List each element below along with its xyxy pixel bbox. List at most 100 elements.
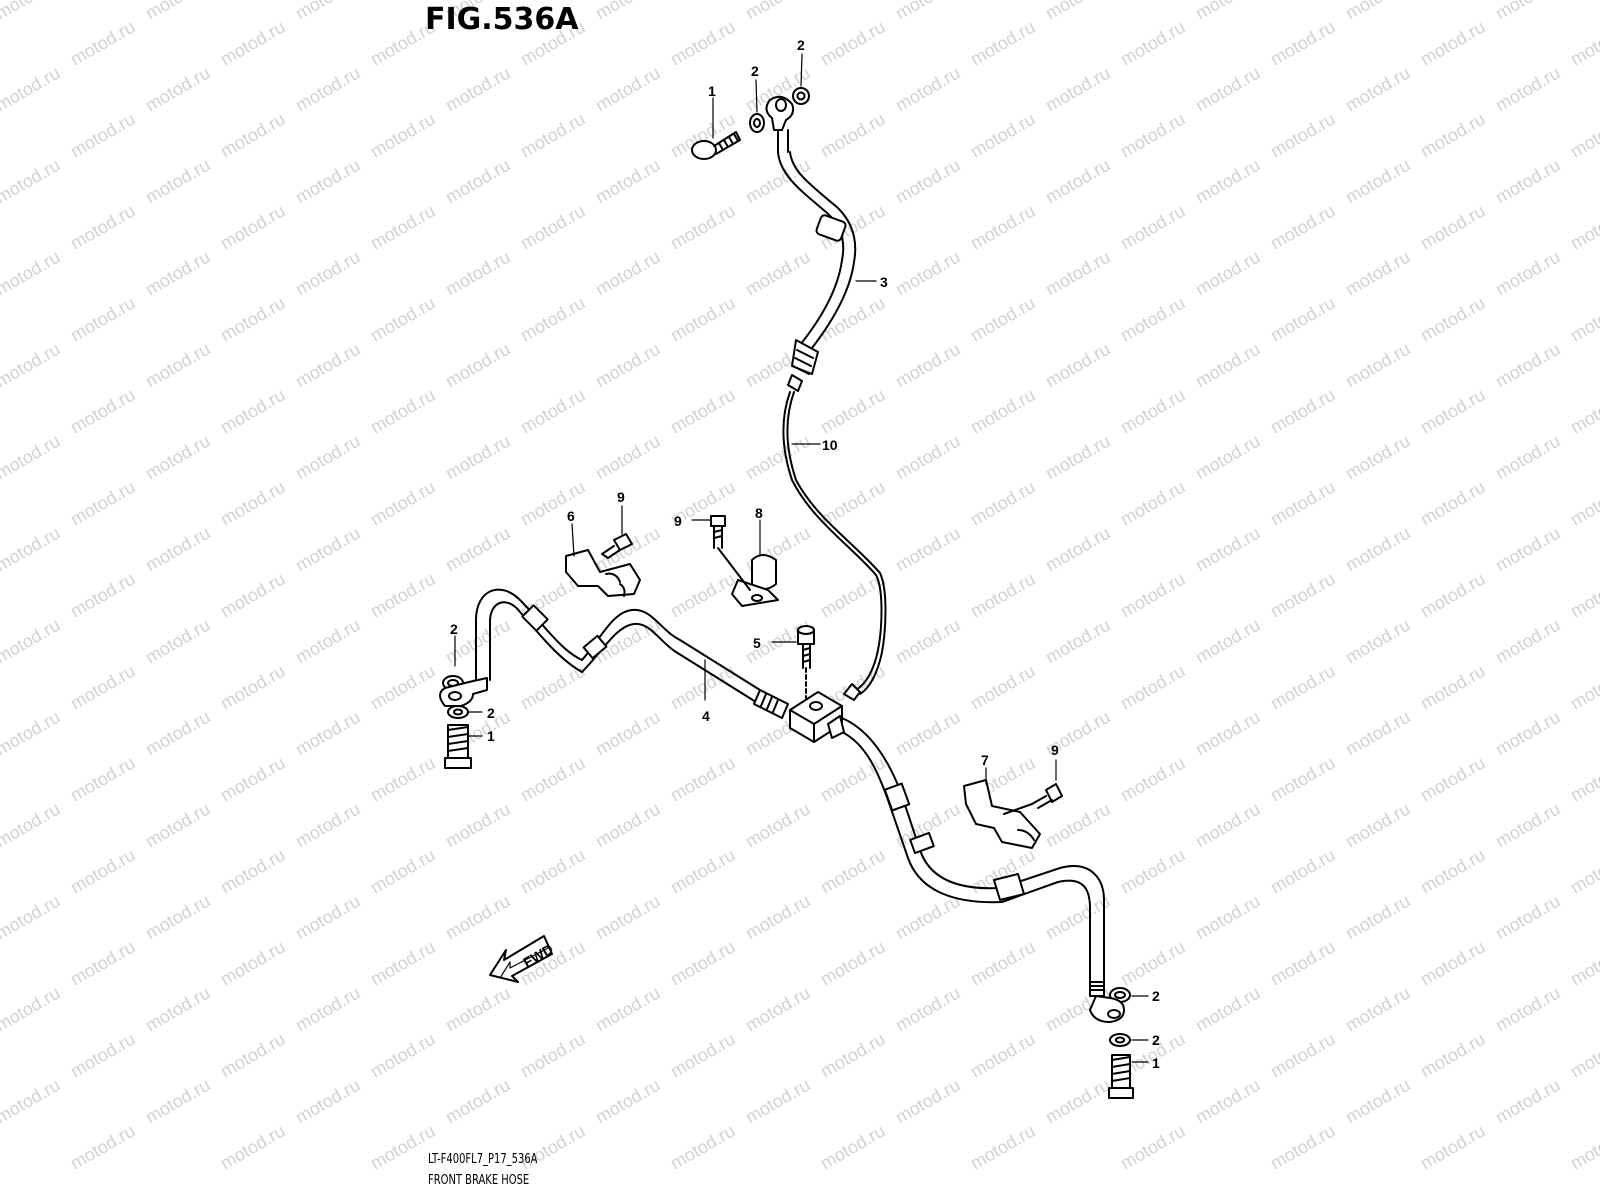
watermark-text: motod.ru — [217, 937, 289, 990]
bolt-9-mid — [710, 515, 751, 591]
watermark-text: motod.ru — [142, 339, 214, 392]
watermark-text: motod.ru — [367, 293, 439, 346]
watermark-text: motod.ru — [967, 477, 1039, 530]
watermark-text: motod.ru — [1342, 615, 1414, 668]
callout-9-right: 9 — [1051, 742, 1059, 758]
watermark-text: motod.ru — [892, 891, 964, 944]
watermark-text: motod.ru — [1042, 0, 1114, 23]
watermark-text: motod.ru — [0, 1075, 64, 1128]
watermark-text: motod.ru — [1192, 707, 1264, 760]
watermark-text: motod.ru — [1567, 17, 1600, 70]
watermark-text: motod.ru — [667, 1029, 739, 1082]
watermark-text: motod.ru — [0, 891, 64, 944]
watermark-text: motod.ru — [1192, 1075, 1264, 1128]
watermark-text: motod.ru — [1417, 293, 1489, 346]
watermark-text: motod.ru — [1567, 1029, 1600, 1082]
watermark-text: motod.ru — [1042, 339, 1114, 392]
watermark-text: motod.ru — [1567, 109, 1600, 162]
watermark-text: motod.ru — [1417, 845, 1489, 898]
watermark-text: motod.ru — [67, 1121, 139, 1174]
watermark-text: motod.ru — [1267, 477, 1339, 530]
callout-9-left: 9 — [617, 489, 625, 505]
watermark-text: motod.ru — [442, 63, 514, 116]
watermark-text: motod.ru — [442, 247, 514, 300]
watermark-text: motod.ru — [367, 201, 439, 254]
watermark-text: motod.ru — [367, 569, 439, 622]
watermark-text: motod.ru — [217, 477, 289, 530]
watermark-text: motod.ru — [0, 615, 64, 668]
watermark-text: motod.ru — [1117, 753, 1189, 806]
watermark-text: motod.ru — [1417, 109, 1489, 162]
watermark-text: motod.ru — [1492, 0, 1564, 23]
watermark-text: motod.ru — [817, 17, 889, 70]
watermark-text: motod.ru — [67, 477, 139, 530]
watermark-text: motod.ru — [1042, 431, 1114, 484]
watermark-text: motod.ru — [967, 569, 1039, 622]
watermark-text: motod.ru — [0, 155, 64, 208]
watermark-text: motod.ru — [1342, 1075, 1414, 1128]
watermark-text: motod.ru — [1267, 1029, 1339, 1082]
watermark-text: motod.ru — [742, 431, 814, 484]
watermark-text: motod.ru — [742, 891, 814, 944]
watermark-text: motod.ru — [817, 1029, 889, 1082]
watermark-text: motod.ru — [517, 109, 589, 162]
watermark-text: motod.ru — [817, 845, 889, 898]
watermark-text: motod.ru — [142, 615, 214, 668]
watermark-text: motod.ru — [1342, 155, 1414, 208]
watermark-text: motod.ru — [1567, 937, 1600, 990]
brake-hose-3 — [777, 151, 857, 375]
watermark-text: motod.ru — [217, 109, 289, 162]
watermark-text: motod.ru — [292, 523, 364, 576]
watermark-text: motod.ru — [892, 615, 964, 668]
watermark-text: motod.ru — [0, 247, 64, 300]
watermark-text: motod.ru — [1267, 17, 1339, 70]
watermark-text: motod.ru — [442, 431, 514, 484]
watermark-text: motod.ru — [1117, 477, 1189, 530]
watermark-text: motod.ru — [892, 523, 964, 576]
watermark-text: motod.ru — [1267, 109, 1339, 162]
brake-hose-right — [827, 715, 1105, 997]
callout-1-right: 1 — [1152, 1055, 1160, 1071]
watermark-text: motod.ru — [0, 799, 64, 852]
watermark-text: motod.ru — [1567, 201, 1600, 254]
callout-2-left-bottom: 2 — [487, 705, 495, 721]
callout-5: 5 — [753, 635, 761, 651]
watermark-text: motod.ru — [1117, 937, 1189, 990]
watermark-text: motod.ru — [0, 0, 64, 23]
watermark-text: motod.ru — [1417, 661, 1489, 714]
watermark-text: motod.ru — [217, 293, 289, 346]
watermark-text: motod.ru — [742, 247, 814, 300]
watermark-text: motod.ru — [292, 63, 364, 116]
watermark-text: motod.ru — [1492, 1075, 1564, 1128]
callout-2-left-top: 2 — [450, 621, 458, 637]
watermark-text: motod.ru — [967, 17, 1039, 70]
watermark-text: motod.ru — [1417, 201, 1489, 254]
clamp-6 — [565, 549, 641, 597]
fwd-arrow-icon — [489, 935, 553, 983]
watermark-text: motod.ru — [367, 477, 439, 530]
watermark-text: motod.ru — [742, 155, 814, 208]
watermark-text: motod.ru — [1042, 155, 1114, 208]
watermark-text: motod.ru — [1342, 247, 1414, 300]
watermark-text: motod.ru — [592, 247, 664, 300]
watermark-text: motod.ru — [217, 569, 289, 622]
watermark-text: motod.ru — [1042, 523, 1114, 576]
watermark-text: motod.ru — [1567, 293, 1600, 346]
watermark-text: motod.ru — [967, 385, 1039, 438]
watermark-text: motod.ru — [1117, 293, 1189, 346]
watermark-text: motod.ru — [292, 891, 364, 944]
watermark-text: motod.ru — [1417, 477, 1489, 530]
figure-code: LT-F400FL7_P17_536A — [428, 1151, 538, 1167]
watermark-text: motod.ru — [1192, 523, 1264, 576]
callout-8: 8 — [755, 505, 763, 521]
watermark-text: motod.ru — [1117, 385, 1189, 438]
watermark-text: motod.ru — [1492, 247, 1564, 300]
watermark-text: motod.ru — [1267, 845, 1339, 898]
watermark-text: motod.ru — [1567, 477, 1600, 530]
watermark-text: motod.ru — [817, 385, 889, 438]
watermark-text: motod.ru — [667, 753, 739, 806]
watermark-text: motod.ru — [1492, 615, 1564, 668]
watermark-text: motod.ru — [142, 523, 214, 576]
watermark-text: motod.ru — [1342, 523, 1414, 576]
